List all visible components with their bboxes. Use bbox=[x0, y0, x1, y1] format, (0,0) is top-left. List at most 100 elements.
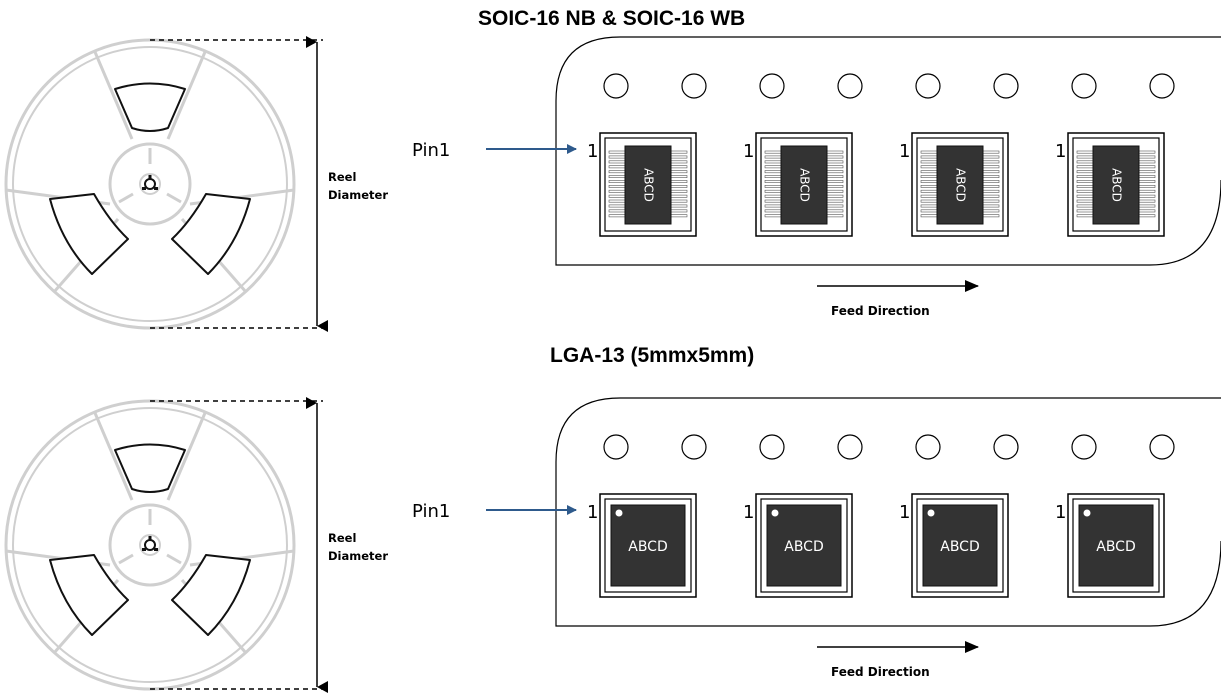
pin1-number: 1 bbox=[743, 141, 754, 162]
chip-lead bbox=[608, 189, 628, 193]
reel-label-line2: Diameter bbox=[328, 188, 388, 202]
chip-lead bbox=[668, 165, 688, 169]
reel-spoke bbox=[93, 412, 134, 501]
chip-marking: ABCD bbox=[1096, 539, 1136, 555]
reel-window bbox=[114, 443, 186, 493]
sprocket-hole bbox=[915, 73, 941, 99]
pin1-number: 1 bbox=[1055, 502, 1066, 523]
chip-lead bbox=[668, 204, 688, 208]
feed-direction-label: Feed Direction bbox=[831, 665, 930, 679]
chip-lead bbox=[668, 150, 688, 154]
chip-lead bbox=[608, 214, 628, 218]
sprocket-hole bbox=[993, 73, 1019, 99]
pin1-number: 1 bbox=[587, 502, 598, 523]
chip-lead bbox=[824, 199, 844, 203]
chip-lead bbox=[824, 180, 844, 183]
chip-lead bbox=[764, 165, 784, 169]
chip-lead bbox=[764, 204, 784, 208]
chip-lead bbox=[668, 194, 688, 198]
chip-lead bbox=[764, 180, 784, 183]
pin1-label: Pin1 bbox=[412, 501, 450, 522]
chip-lead bbox=[824, 189, 844, 193]
chip-lead bbox=[1136, 160, 1156, 164]
chip-marking: ABCD bbox=[940, 539, 980, 555]
chip-lead bbox=[608, 185, 628, 188]
chip-lead bbox=[764, 160, 784, 164]
chip-lead bbox=[1076, 175, 1096, 179]
reel-spindle-key bbox=[148, 175, 152, 179]
chip-lead bbox=[668, 199, 688, 203]
sprocket-hole bbox=[915, 434, 941, 460]
chip-lead bbox=[980, 189, 1000, 193]
section-title: SOIC-16 NB & SOIC-16 WB bbox=[478, 7, 745, 30]
chip-lead bbox=[668, 209, 688, 213]
chip-lead bbox=[920, 209, 940, 213]
sprocket-hole bbox=[759, 73, 785, 99]
pin1-dot bbox=[771, 509, 779, 517]
chip-body bbox=[922, 504, 998, 587]
chip-lead bbox=[980, 204, 1000, 208]
pin1-number: 1 bbox=[899, 141, 910, 162]
reel-window bbox=[49, 554, 129, 636]
chip-lead bbox=[764, 185, 784, 188]
reel-spoke bbox=[93, 51, 134, 140]
reel-window bbox=[171, 554, 251, 636]
chip-lead bbox=[1136, 180, 1156, 183]
chip-lead bbox=[824, 175, 844, 179]
chip-lead bbox=[1076, 204, 1096, 208]
pin1-number: 1 bbox=[743, 502, 754, 523]
chip-lead bbox=[1136, 175, 1156, 179]
chip-lead bbox=[824, 170, 844, 174]
chip-lead bbox=[608, 194, 628, 198]
reel-icon bbox=[4, 399, 296, 691]
chip-lead bbox=[668, 180, 688, 183]
chip-lead bbox=[1136, 214, 1156, 218]
chip-lead bbox=[980, 194, 1000, 198]
chip-lead bbox=[920, 165, 940, 169]
chip-lead bbox=[608, 209, 628, 213]
chip-lead bbox=[1136, 170, 1156, 174]
chip-lead bbox=[824, 165, 844, 169]
chip-marking: ABCD bbox=[1110, 168, 1124, 202]
chip-lead bbox=[1076, 150, 1096, 154]
sprocket-hole bbox=[837, 73, 863, 99]
sprocket-hole bbox=[1071, 73, 1097, 99]
chip-lead bbox=[920, 150, 940, 154]
chip-body bbox=[936, 145, 984, 225]
chip-lead bbox=[668, 170, 688, 174]
section-title: LGA-13 (5mmx5mm) bbox=[550, 344, 754, 367]
sprocket-hole bbox=[1149, 434, 1175, 460]
chip-body bbox=[766, 504, 842, 587]
chip-lead bbox=[980, 185, 1000, 188]
chip-marking: ABCD bbox=[954, 168, 968, 202]
chip-lead bbox=[920, 180, 940, 183]
chip-lead bbox=[980, 160, 1000, 164]
chip-lead bbox=[1076, 165, 1096, 169]
chip-lead bbox=[920, 170, 940, 174]
chip-lead bbox=[764, 199, 784, 203]
chip-lead bbox=[608, 155, 628, 159]
chip-lead bbox=[980, 165, 1000, 169]
reel-label-line1: Reel bbox=[328, 531, 356, 545]
sprocket-hole bbox=[681, 434, 707, 460]
reel-label-line1: Reel bbox=[328, 170, 356, 184]
chip-lead bbox=[980, 199, 1000, 203]
chip-marking: ABCD bbox=[798, 168, 812, 202]
chip-lead bbox=[1076, 155, 1096, 159]
reel-icon bbox=[4, 38, 296, 330]
chip-lead bbox=[608, 204, 628, 208]
sprocket-hole bbox=[837, 434, 863, 460]
reel-inner-rim bbox=[12, 46, 288, 322]
chip-body bbox=[780, 145, 828, 225]
sprocket-hole bbox=[681, 73, 707, 99]
chip-lead bbox=[824, 209, 844, 213]
chip-lead bbox=[1136, 194, 1156, 198]
chip-lead bbox=[920, 155, 940, 159]
chip-lead bbox=[1076, 160, 1096, 164]
chip-lead bbox=[764, 209, 784, 213]
chip-lead bbox=[1136, 185, 1156, 188]
chip-lead bbox=[1076, 170, 1096, 174]
reel-spindle-key bbox=[142, 187, 146, 190]
chip-lead bbox=[824, 214, 844, 218]
chip-lead bbox=[608, 180, 628, 183]
